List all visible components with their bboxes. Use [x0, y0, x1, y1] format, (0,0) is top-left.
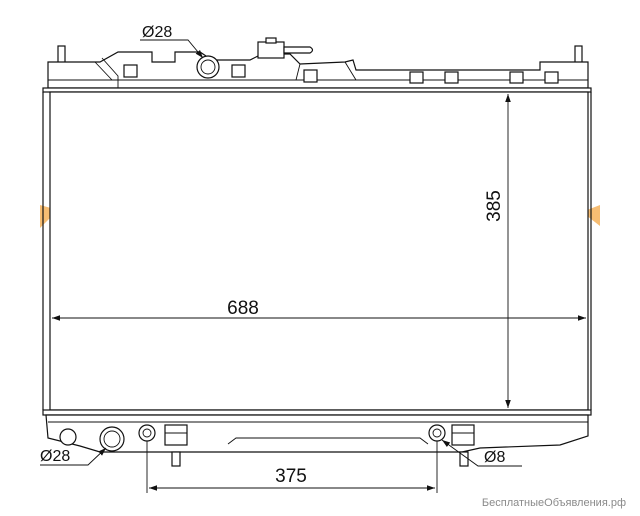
top-inlet-pipe: [196, 55, 220, 79]
drain-fitting: [428, 424, 446, 442]
top-tank: [47, 37, 589, 89]
bottom-tank: [45, 414, 589, 467]
top-right-post: [574, 45, 583, 65]
drain-diameter-label: Ø8: [484, 449, 505, 466]
top-left-post: [57, 45, 66, 65]
height-dimension-label: 385: [484, 190, 505, 222]
outlet-diameter-label: Ø28: [40, 448, 70, 465]
pipe-spacing-label: 375: [275, 466, 307, 487]
left-fitting: [138, 424, 156, 442]
bottom-outlet-pipe: [99, 426, 125, 452]
inlet-diameter-label: Ø28: [142, 24, 172, 41]
radiator-cap: [257, 37, 314, 59]
width-dimension-label: 688: [227, 298, 259, 319]
radiator-core: [42, 87, 592, 416]
watermark-text: БесплатныеОбъявления.рф: [482, 497, 626, 509]
